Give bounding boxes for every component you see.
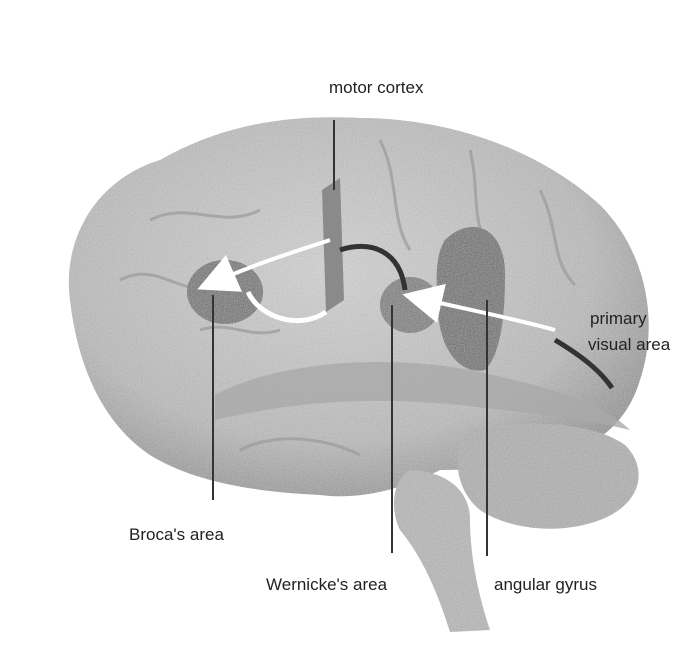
label-angular-gyrus: angular gyrus <box>494 575 597 594</box>
label-wernickes-area: Wernicke's area <box>266 575 388 594</box>
label-motor-cortex: motor cortex <box>329 78 424 97</box>
cerebellum-shape <box>458 424 639 529</box>
brocas-area-region <box>187 260 263 324</box>
label-primary-visual-area-line2: visual area <box>588 335 671 354</box>
wernickes-area-region <box>380 277 440 333</box>
label-primary-visual-area-line1: primary <box>590 309 647 328</box>
label-brocas-area: Broca's area <box>129 525 224 544</box>
